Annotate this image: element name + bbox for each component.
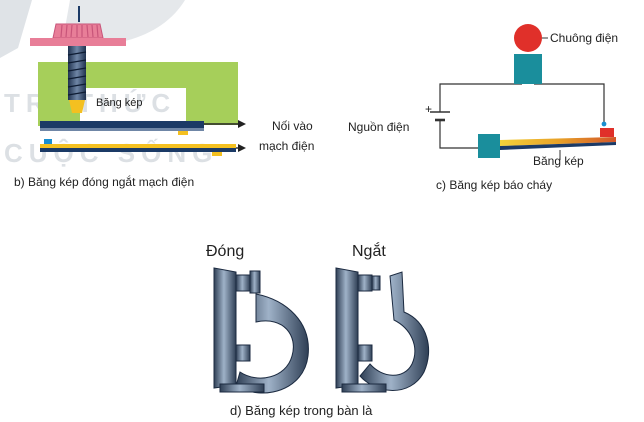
bell-base [514,54,542,84]
watermark-logo-shape [0,0,32,58]
panel-c-fire-alarm: + Nguồn điện Chuông điện Băng kép c) Băn… [348,24,618,192]
arrow-head-lower [238,144,246,152]
contact-point [601,121,607,127]
fixed-block [478,134,500,158]
wire-bell-to-source [439,83,522,100]
connect-label-line1: Nối vào [272,119,313,133]
power-source-label: Nguồn điện [348,120,409,134]
alarm-contact [600,128,614,137]
lower-contact-left [44,139,52,144]
panel-d-iron: Đóng Ngắt d) Băng kép trong bàn là [206,241,430,418]
screw-contact-tip [69,100,85,113]
panel-c-bimetal-label: Băng kép [533,154,584,168]
panel-b-caption: b) Băng kép đóng ngắt mạch điện [14,174,194,189]
knob-base-plate [30,38,126,46]
knob-shaft [78,6,80,22]
battery-plus-sign: + [425,102,432,116]
lower-contact-right [212,152,222,156]
watermark-text-line2: CUỘC SỐNG [4,138,218,168]
upper-contact [178,131,188,135]
wire-source-to-block [439,136,478,149]
panel-b-switch: Băng kép Nối vào mạch điện b) Băng kép đ… [14,6,314,189]
upper-bimetal-strip [40,121,204,128]
bell-icon [514,24,542,52]
open-bimetal-figure [335,267,430,393]
watermark-text-line1: TRI THỨC [4,88,176,118]
adjust-knob [53,24,103,38]
connect-label-line2: mạch điện [259,139,314,153]
screw-thread [67,51,87,96]
green-frame-top [38,62,238,125]
lower-strip-base [40,148,236,152]
panel-d-caption: d) Băng kép trong bàn là [230,403,373,418]
panel-b-bimetal-label: Băng kép [96,97,142,109]
panel-c-caption: c) Băng kép báo cháy [436,178,552,192]
knob-grooves [60,24,99,38]
lower-strip-yellow [40,144,236,148]
wire-bell-to-contact [534,83,605,124]
bell-label: Chuông điện [550,31,618,45]
open-state-label: Ngắt [352,241,386,260]
arrow-head-upper [238,120,246,128]
closed-state-label: Đóng [206,243,244,260]
closed-bimetal-figure [213,267,309,394]
heated-bimetal-strip [500,137,616,146]
